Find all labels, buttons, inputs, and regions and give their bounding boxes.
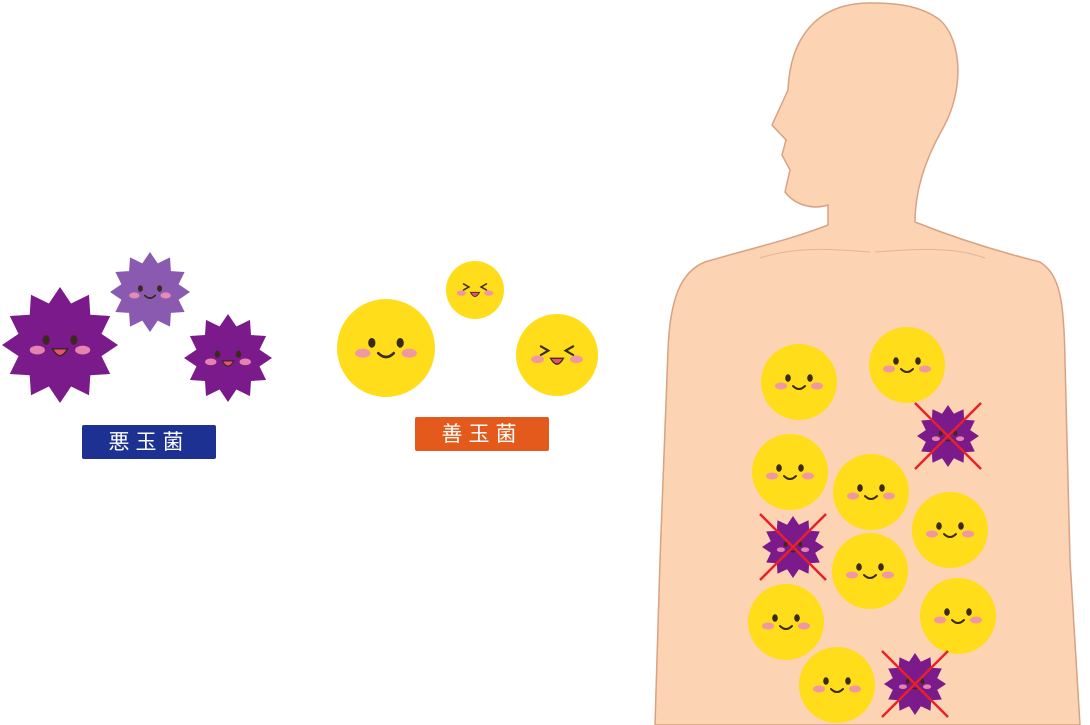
good-bacteria-icon [832,533,908,609]
bad-bacteria-icon [184,314,272,402]
bad-bacteria-icon [2,287,118,403]
cross-mark-icon [914,402,982,470]
good-bacteria-icon [516,314,598,396]
cross-mark-icon [881,650,949,718]
good-bacteria-icon [748,584,824,660]
good-bacteria-icon [833,454,909,530]
good-bacteria-icon [752,434,828,510]
good-bacteria-icon [869,327,945,403]
good-bacteria-icon [912,492,988,568]
bad-bacteria-group [2,252,272,403]
bad-bacteria-icon [110,252,190,332]
good-bacteria-icon [799,647,875,723]
cross-mark-icon [759,513,827,581]
body-bacteria-group [748,327,996,723]
good-bacteria-icon [920,578,996,654]
good-bacteria-label: 善玉菌 [415,417,549,451]
good-bacteria-icon [761,344,837,420]
bad-bacteria-label: 悪玉菌 [82,425,216,459]
good-bacteria-icon [446,261,504,319]
good-bacteria-group [337,261,598,397]
human-torso-icon [654,2,1081,725]
good-bacteria-icon [337,299,435,397]
